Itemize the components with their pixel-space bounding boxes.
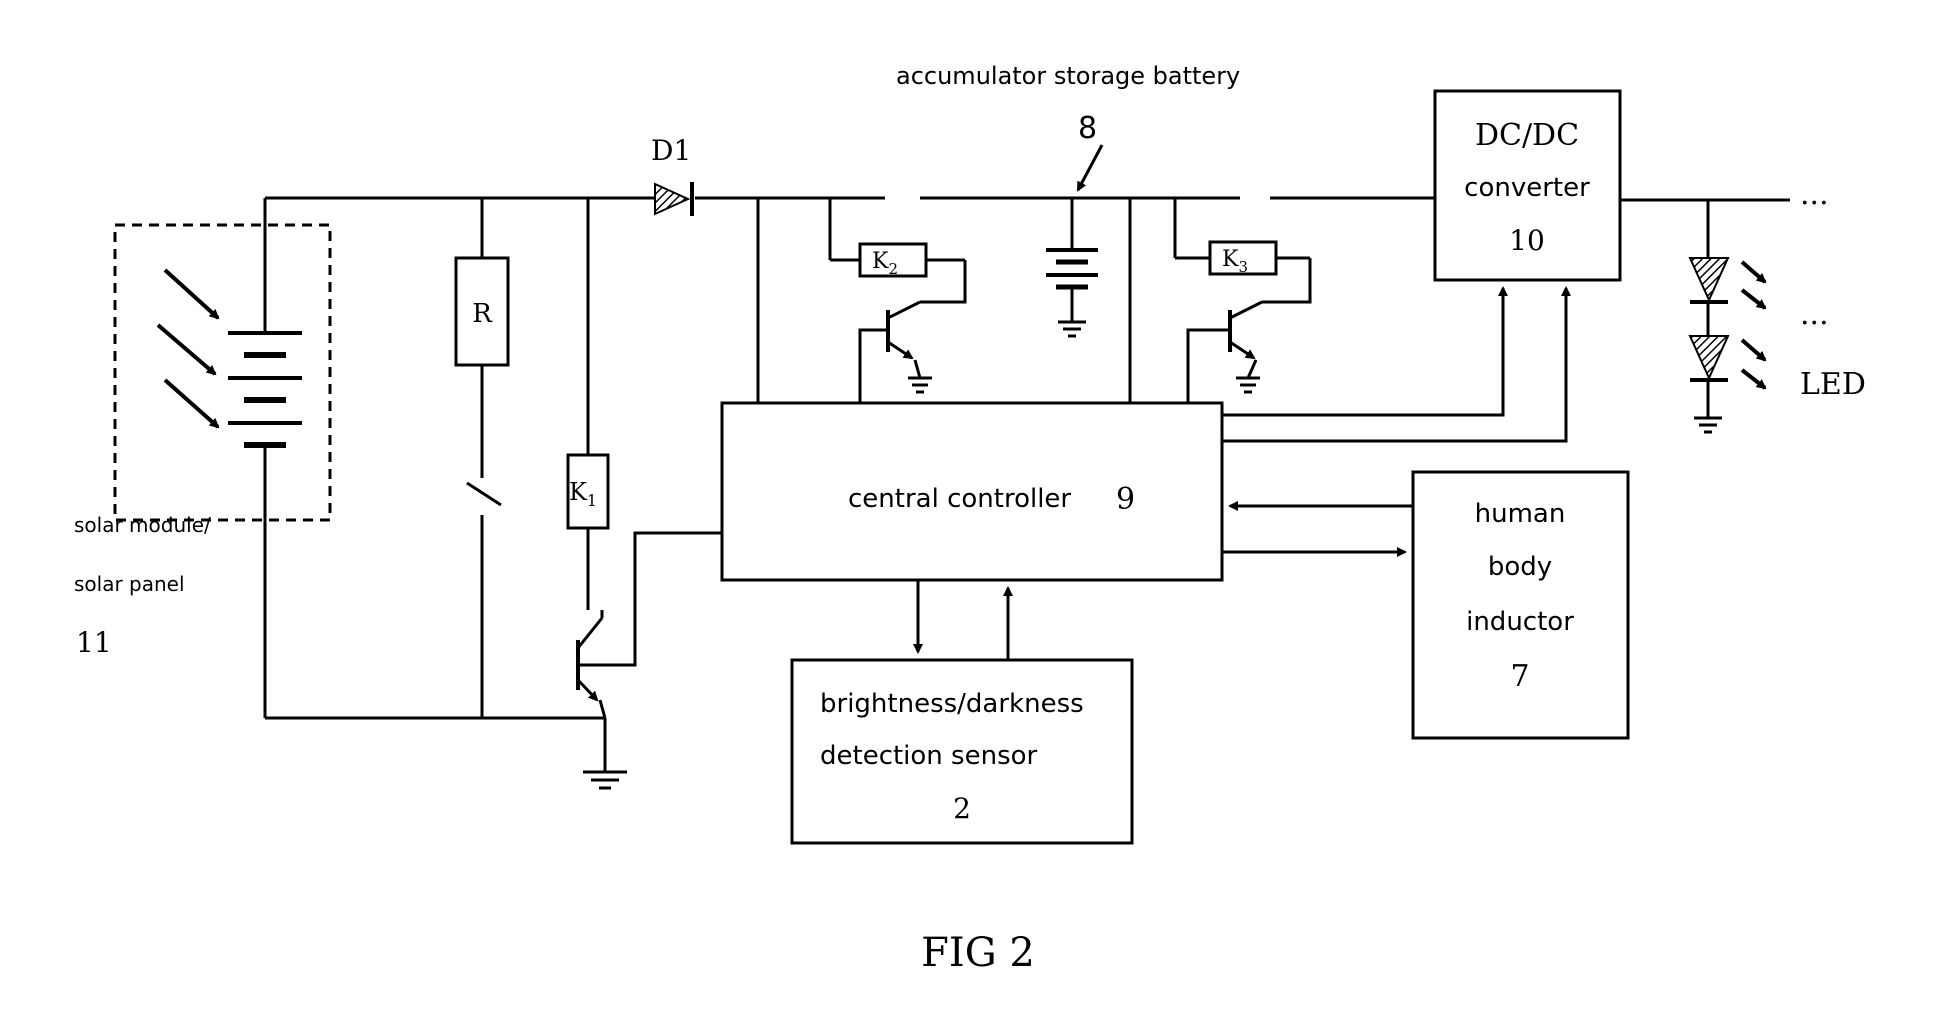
top-rail-wire [265, 196, 1790, 202]
relay-k1 [566, 198, 610, 610]
converter-number: 10 [1509, 224, 1545, 257]
solar-number: 11 [76, 626, 112, 659]
controller-label: central controller [848, 484, 1071, 514]
figure-caption: FIG 2 [921, 930, 1035, 976]
dcdc-converter-box [1433, 89, 1622, 282]
inductor-line2: body [1488, 552, 1552, 582]
diode-label: D1 [651, 134, 691, 167]
bottom-rail-wire [265, 716, 607, 772]
transistor-k1-icon [576, 531, 722, 719]
controller-number: 9 [1116, 482, 1135, 517]
relay-k3-label: K3 [1222, 247, 1248, 276]
led-ellipsis: ... [1800, 297, 1829, 332]
sensor-line2: detection sensor [820, 741, 1038, 771]
relay-k1-label: K1 [569, 478, 597, 510]
inductor-line1: human [1475, 499, 1566, 529]
relay-k3-switch [1128, 198, 1312, 403]
controller-to-converter-arrow-2 [1222, 286, 1571, 443]
led-light-arrows-icon [1740, 260, 1767, 390]
led-2-icon [1688, 335, 1730, 381]
led-1-icon [1688, 257, 1730, 303]
relay-k2-switch [756, 198, 967, 403]
human-body-inductor-box [1411, 470, 1630, 740]
led-string [1688, 200, 1767, 434]
ground-icon [583, 770, 627, 790]
battery-icon [1046, 198, 1098, 338]
solar-panel [113, 198, 332, 718]
sensor-number: 2 [953, 792, 971, 825]
relay-k2-label: K2 [872, 249, 898, 278]
central-controller-box [720, 401, 1224, 582]
battery-label: accumulator storage battery [896, 62, 1240, 90]
converter-line2: converter [1464, 173, 1590, 203]
solar-label-line1: solar module/ [74, 513, 211, 537]
converter-line1: DC/DC [1475, 118, 1579, 153]
brightness-sensor-box [790, 658, 1134, 845]
resistor-r [454, 198, 510, 718]
resistor-label: R [472, 299, 493, 329]
solar-label-line2: solar panel [74, 572, 185, 596]
inductor-line3: inductor [1466, 607, 1574, 637]
transistor-k2-icon [858, 300, 922, 403]
diode-d1-icon [654, 182, 694, 216]
sensor-line1: brightness/darkness [820, 689, 1084, 719]
sunlight-arrows-icon [156, 268, 220, 429]
converter-ellipsis: ... [1800, 177, 1829, 212]
inductor-number: 7 [1510, 659, 1529, 694]
controller-to-converter-arrow-1 [1222, 286, 1508, 417]
ground-k3-icon [1236, 376, 1260, 394]
led-label: LED [1800, 367, 1866, 402]
battery-pointer-arrow [1076, 144, 1104, 192]
battery-number: 8 [1078, 111, 1097, 146]
transistor-k3-icon [1186, 300, 1263, 403]
ground-k2-icon [908, 376, 932, 394]
